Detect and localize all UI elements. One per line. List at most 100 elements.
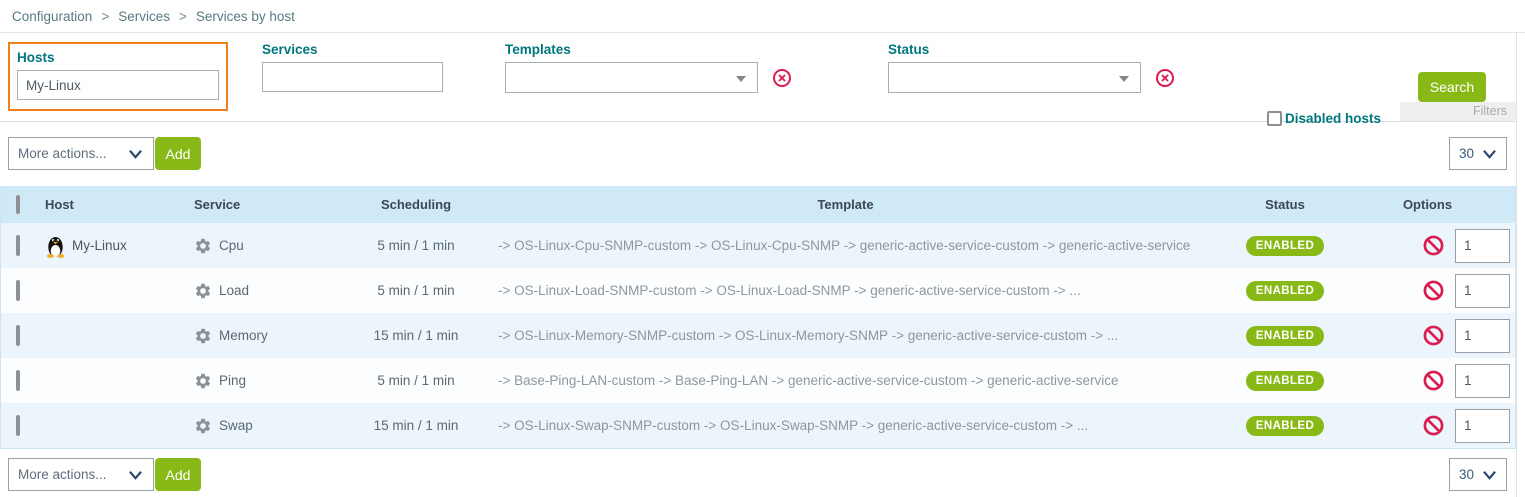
table-row: Ping 5 min / 1 min -> Base-Ping-LAN-cust… [1, 358, 1515, 403]
bottom-toolbar: More actions... Add 30 [0, 449, 1516, 497]
hosts-filter-group: Hosts [8, 42, 228, 111]
page-size-select[interactable]: 30 [1449, 458, 1507, 491]
header-service[interactable]: Service [194, 197, 241, 212]
more-actions-select[interactable]: More actions... [8, 458, 154, 491]
breadcrumb-services[interactable]: Services [118, 8, 170, 24]
page-size-select[interactable]: 30 [1449, 137, 1507, 170]
header-status[interactable]: Status [1265, 197, 1305, 212]
chevron-down-icon [1483, 149, 1496, 159]
status-badge: ENABLED [1245, 280, 1325, 301]
filter-panel: Hosts Services Templates Status [0, 33, 1516, 126]
status-badge: ENABLED [1245, 325, 1325, 346]
linux-icon [46, 236, 65, 258]
options-input[interactable] [1455, 318, 1510, 353]
disable-icon[interactable] [1423, 325, 1444, 346]
header-scheduling[interactable]: Scheduling [380, 197, 452, 212]
more-actions-label: More actions... [18, 467, 107, 482]
templates-filter-group: Templates [505, 42, 792, 93]
service-name[interactable]: Load [219, 283, 250, 298]
scheduling-value: 5 min / 1 min [377, 373, 455, 388]
breadcrumb-services-by-host[interactable]: Services by host [195, 8, 295, 24]
page-size-value: 30 [1459, 467, 1475, 482]
clear-status-icon[interactable] [1155, 68, 1175, 88]
disable-icon[interactable] [1423, 370, 1444, 391]
status-badge: ENABLED [1245, 235, 1325, 256]
disabled-hosts-label: Disabled hosts [1285, 111, 1382, 126]
scheduling-value: 5 min / 1 min [377, 283, 455, 298]
disabled-hosts-checkbox[interactable] [1267, 111, 1282, 126]
more-actions-select[interactable]: More actions... [8, 137, 154, 170]
status-badge: ENABLED [1245, 415, 1325, 436]
gear-icon [195, 283, 211, 298]
breadcrumb-separator: > [101, 8, 110, 24]
hosts-filter-label: Hosts [17, 50, 55, 65]
chevron-down-icon [129, 149, 142, 159]
template-chain: -> OS-Linux-Memory-SNMP-custom -> OS-Lin… [498, 328, 1119, 343]
service-name[interactable]: Memory [219, 328, 268, 343]
services-table: Host Service Scheduling Template Status … [0, 186, 1516, 449]
row-checkbox[interactable] [16, 324, 20, 346]
select-all-checkbox[interactable] [16, 195, 20, 214]
service-name[interactable]: Cpu [219, 238, 244, 253]
search-button[interactable]: Search [1418, 72, 1486, 102]
add-button[interactable]: Add [155, 137, 201, 170]
add-button[interactable]: Add [155, 458, 201, 491]
header-options[interactable]: Options [1402, 197, 1453, 212]
table-header-row: Host Service Scheduling Template Status … [1, 186, 1515, 223]
template-chain: -> OS-Linux-Swap-SNMP-custom -> OS-Linux… [498, 418, 1089, 433]
options-input[interactable] [1455, 363, 1510, 398]
filters-tab[interactable]: Filters [1400, 102, 1516, 121]
services-filter-input[interactable] [262, 62, 443, 92]
disable-icon[interactable] [1423, 415, 1444, 436]
dropdown-arrow-icon [1119, 76, 1129, 82]
service-name[interactable]: Swap [219, 418, 253, 433]
header-host[interactable]: Host [45, 197, 74, 212]
breadcrumb-separator: > [178, 8, 187, 24]
status-badge: ENABLED [1245, 370, 1325, 391]
status-filter-group: Status [888, 42, 1175, 93]
template-chain: -> Base-Ping-LAN-custom -> Base-Ping-LAN… [498, 373, 1119, 388]
page-size-value: 30 [1459, 146, 1475, 161]
options-input[interactable] [1455, 228, 1510, 263]
row-checkbox[interactable] [16, 234, 20, 256]
scheduling-value: 15 min / 1 min [373, 418, 459, 433]
page-content: Hosts Services Templates Status [0, 33, 1517, 497]
breadcrumb-configuration[interactable]: Configuration [12, 8, 93, 24]
status-filter-label: Status [888, 42, 930, 57]
options-input[interactable] [1455, 408, 1510, 443]
gear-icon [195, 328, 211, 343]
breadcrumb: Configuration > Services > Services by h… [0, 0, 1525, 33]
chevron-down-icon [129, 470, 142, 480]
hosts-filter-input[interactable] [17, 70, 219, 100]
row-checkbox[interactable] [16, 279, 20, 301]
chevron-down-icon [1483, 470, 1496, 480]
table-row: Swap 15 min / 1 min -> OS-Linux-Swap-SNM… [1, 403, 1515, 448]
top-toolbar: More actions... Add 30 [0, 122, 1516, 186]
table-row: Load 5 min / 1 min -> OS-Linux-Load-SNMP… [1, 268, 1515, 313]
disabled-hosts-toggle[interactable]: Disabled hosts [1267, 111, 1381, 126]
header-template[interactable]: Template [817, 197, 874, 212]
services-filter-label: Services [262, 42, 318, 57]
scheduling-value: 15 min / 1 min [373, 328, 459, 343]
options-input[interactable] [1455, 273, 1510, 308]
dropdown-arrow-icon [736, 76, 746, 82]
status-filter-dropdown[interactable] [888, 62, 1141, 93]
template-chain: -> OS-Linux-Load-SNMP-custom -> OS-Linux… [498, 283, 1081, 298]
row-checkbox[interactable] [16, 369, 20, 391]
disable-icon[interactable] [1423, 280, 1444, 301]
services-filter-group: Services [262, 42, 443, 92]
clear-templates-icon[interactable] [772, 68, 792, 88]
templates-filter-dropdown[interactable] [505, 62, 758, 93]
templates-filter-label: Templates [505, 42, 571, 57]
scheduling-value: 5 min / 1 min [377, 238, 455, 253]
gear-icon [195, 373, 211, 388]
disable-icon[interactable] [1423, 235, 1444, 256]
row-checkbox[interactable] [16, 414, 20, 436]
service-name[interactable]: Ping [219, 373, 247, 388]
template-chain: -> OS-Linux-Cpu-SNMP-custom -> OS-Linux-… [498, 238, 1191, 253]
gear-icon [195, 418, 211, 433]
host-name[interactable]: My-Linux [72, 238, 127, 253]
table-row: My-Linux Cpu 5 min / 1 min -> OS-Linux-C… [1, 223, 1515, 268]
gear-icon [195, 238, 211, 253]
table-row: Memory 15 min / 1 min -> OS-Linux-Memory… [1, 313, 1515, 358]
